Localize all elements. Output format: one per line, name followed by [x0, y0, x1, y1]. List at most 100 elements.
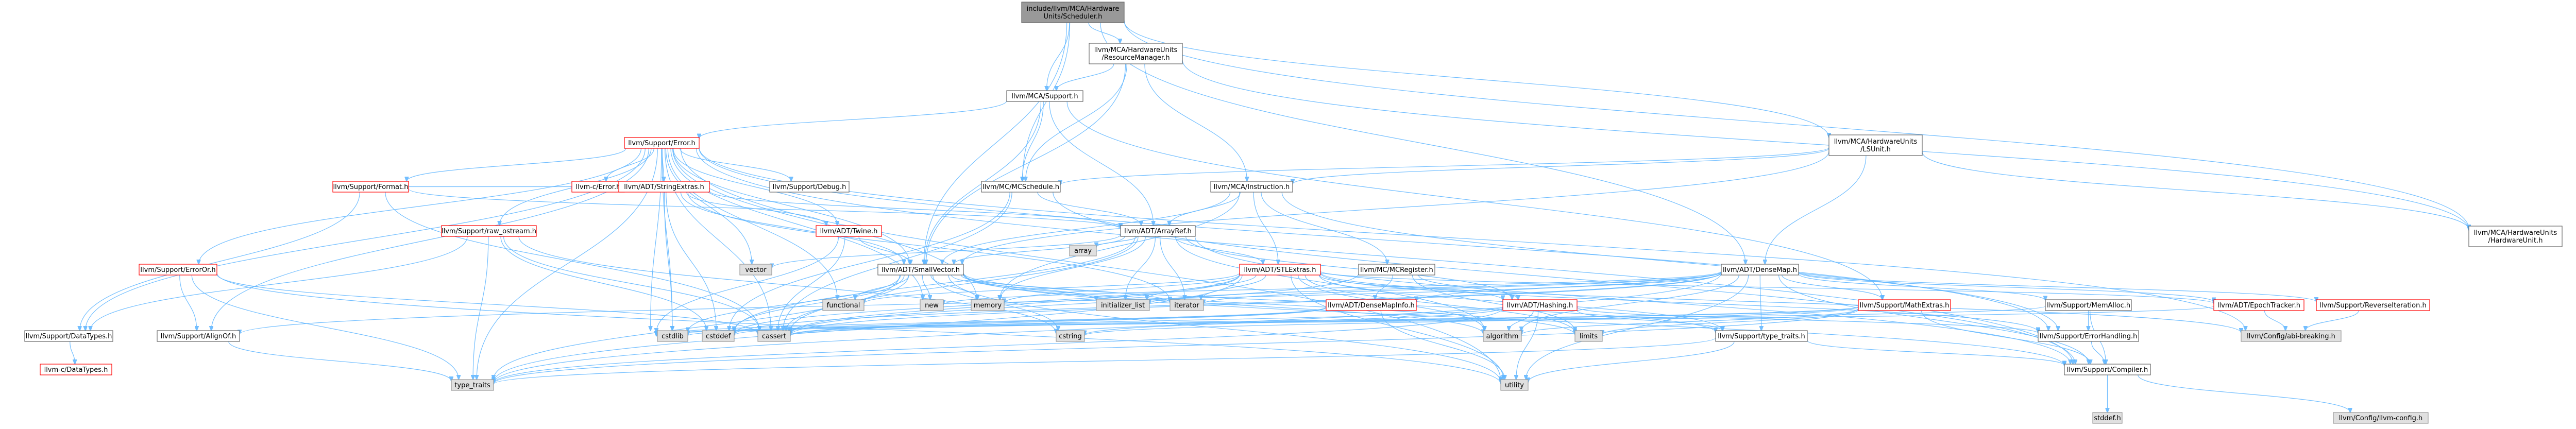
node-arrayref[interactable]: llvm/ADT/ArrayRef.h: [1120, 225, 1196, 237]
edge-smallvector-to-cstdlib: [688, 274, 901, 332]
node-box-memory: [971, 299, 1005, 311]
node-supporterror[interactable]: llvm/Support/Error.h: [624, 137, 700, 149]
node-mathextras[interactable]: llvm/Support/MathExtras.h: [1858, 299, 1951, 311]
node-box-cstdlib: [657, 330, 688, 342]
node-label-densemap: llvm/ADT/DenseMap.h: [1723, 266, 1797, 274]
edge-densemap-to-algorithm: [1521, 274, 1739, 331]
edge-smallvector-to-compiler: [963, 273, 2064, 366]
node-hwunit[interactable]: llvm/MCA/HardwareUnits/HardwareUnit.h: [2468, 226, 2563, 247]
node-erroror[interactable]: llvm/Support/ErrorOr.h: [139, 264, 217, 276]
edge-alignof-to-typetraitsstd: [228, 341, 451, 381]
node-label-densemapinfo: llvm/ADT/DenseMapInfo.h: [1328, 302, 1414, 310]
node-label-configabi: llvm/Config/abi-breaking.h: [2247, 333, 2335, 340]
node-label-cstdlib: cstdlib: [662, 333, 684, 340]
edge-stringextras-to-arrayref: [709, 191, 1121, 228]
node-label-array: array: [1074, 247, 1092, 255]
edge-densemapinfo-to-cassert: [790, 307, 1327, 335]
edge-mcasupport-to-mathextras: [1066, 101, 1882, 300]
edge-supporterror-to-vector: [665, 148, 752, 264]
node-root[interactable]: include/llvm/MCA/HardwareUnits/Scheduler…: [1021, 2, 1125, 23]
node-mcregister[interactable]: llvm/MC/MCRegister.h: [1358, 264, 1435, 276]
edge-stringextras-to-smallvector: [680, 192, 904, 264]
edge-mcinstr-to-mcregister: [1261, 192, 1387, 264]
edge-supporterror-to-cstdint: [651, 148, 662, 331]
edge-densemap-to-mathextras: [1782, 274, 1883, 300]
edge-epochtracker-to-configabi: [2264, 310, 2285, 331]
node-reverseiteration[interactable]: llvm/Support/ReverseIteration.h: [2316, 299, 2430, 311]
node-box-configabi: [2241, 330, 2342, 342]
edge-densemapinfo-to-cstdint: [656, 306, 1327, 336]
edge-smallvector-to-algorithm: [963, 274, 1483, 334]
node-mcinstr[interactable]: llvm/MCA/Instruction.h: [1210, 181, 1293, 193]
node-supportdatatypes[interactable]: llvm/Support/DataTypes.h: [24, 330, 113, 342]
edge-mcschedule-to-arrayref: [1037, 192, 1141, 226]
node-cstring: cstring: [1056, 330, 1085, 342]
node-hashing[interactable]: llvm/ADT/Hashing.h: [1502, 299, 1578, 311]
node-cstdlib: cstdlib: [657, 330, 688, 342]
edge-rawostream-to-typetraitsstd: [473, 236, 489, 380]
edge-densemap-to-iterator: [1204, 271, 1722, 304]
node-mcschedule[interactable]: llvm/MC/MCSchedule.h: [981, 181, 1061, 193]
node-label-supportdebug: llvm/Support/Debug.h: [773, 183, 846, 191]
node-rawostream[interactable]: llvm/Support/raw_ostream.h: [441, 225, 537, 237]
node-typetraits[interactable]: llvm/Support/type_traits.h: [1715, 330, 1808, 342]
node-stringextras[interactable]: llvm/ADT/StringExtras.h: [618, 181, 710, 193]
node-stlextras[interactable]: llvm/ADT/STLExtras.h: [1239, 264, 1321, 276]
node-epochtracker[interactable]: llvm/ADT/EpochTracker.h: [2213, 299, 2304, 311]
node-label-cstring: cstring: [1059, 333, 1081, 340]
node-label-twine: llvm/ADT/Twine.h: [820, 228, 878, 235]
node-cdatatypes[interactable]: llvm-c/DataTypes.h: [40, 364, 112, 375]
edge-mcasupport-to-mcschedule: [1022, 101, 1044, 181]
node-box-cstddefh: [2092, 412, 2123, 424]
edge-twine-to-cassert: [778, 236, 845, 331]
edge-arrayref-to-smallvector: [954, 236, 1125, 264]
node-lsunit[interactable]: llvm/MCA/HardwareUnits/LSUnit.h: [1828, 134, 1923, 156]
node-memalloc[interactable]: llvm/Support/MemAlloc.h: [2045, 299, 2132, 311]
edge-supporterror-to-cerror: [606, 148, 654, 181]
node-box-rawostream: [441, 225, 537, 237]
node-densemap[interactable]: llvm/ADT/DenseMap.h: [1721, 264, 1799, 276]
edge-reverseiteration-to-configabi: [2306, 310, 2359, 331]
edge-smallvector-to-iterator: [961, 274, 1170, 303]
node-label-climits: limits: [1580, 333, 1598, 340]
node-climits: limits: [1574, 330, 1603, 342]
edge-twine-to-smallvector: [858, 236, 910, 264]
edge-stlextras-to-errorhandling: [1320, 272, 2038, 332]
edge-supporterror-to-supportdebug: [680, 148, 791, 181]
node-twine[interactable]: llvm/ADT/Twine.h: [816, 225, 882, 237]
edge-mcinstr-to-memory: [999, 192, 1240, 300]
node-supportformat[interactable]: llvm/Support/Format.h: [332, 181, 409, 193]
node-alignof[interactable]: llvm/Support/AlignOf.h: [157, 330, 240, 342]
edge-arrayref-to-stlextras: [1175, 236, 1263, 264]
node-box-cstring: [1056, 330, 1085, 342]
node-vector: vector: [739, 264, 772, 276]
node-box-cassert: [757, 330, 791, 342]
node-box-lsunit: [1828, 134, 1923, 156]
node-mcasupport[interactable]: llvm/MCA/Support.h: [1006, 90, 1083, 102]
edge-root-to-densemap: [1100, 22, 1745, 264]
node-box-utility: [1500, 379, 1529, 391]
edge-mathextras-to-typetraitsstd: [494, 307, 1859, 384]
node-cerror[interactable]: llvm-c/Error.h: [571, 181, 625, 193]
node-rm[interactable]: llvm/MCA/HardwareUnits/ResourceManager.h: [1089, 43, 1183, 64]
node-box-memalloc: [2045, 299, 2132, 311]
node-label-initlist: initializer_list: [1101, 302, 1145, 310]
edge-root-to-lsunit: [1124, 21, 1829, 138]
node-box-llvmconfig: [2333, 412, 2429, 424]
edge-mcasupport-to-supporterror: [699, 100, 1007, 139]
node-cstddef: cstddef: [702, 330, 735, 342]
edge-epochtracker-to-cstdint: [656, 305, 2214, 336]
node-smallvector[interactable]: llvm/ADT/SmallVector.h: [877, 264, 964, 276]
node-supportdebug[interactable]: llvm/Support/Debug.h: [769, 181, 850, 193]
edge-mcregister-to-hashing: [1418, 274, 1518, 300]
edge-mcregister-to-densemapinfo: [1375, 274, 1394, 300]
node-box-initlist: [1096, 299, 1150, 311]
node-errorhandling[interactable]: llvm/Support/ErrorHandling.h: [2038, 330, 2139, 342]
node-box-new: [920, 299, 944, 311]
node-compiler[interactable]: llvm/Support/Compiler.h: [2064, 364, 2151, 375]
node-label-smallvector: llvm/ADT/SmallVector.h: [882, 266, 960, 274]
edge-twine-to-cstdint: [656, 236, 839, 333]
edge-stlextras-to-climits: [1304, 274, 1575, 333]
node-densemapinfo[interactable]: llvm/ADT/DenseMapInfo.h: [1326, 299, 1417, 311]
node-llvmconfig: llvm/Config/llvm-config.h: [2333, 412, 2429, 424]
